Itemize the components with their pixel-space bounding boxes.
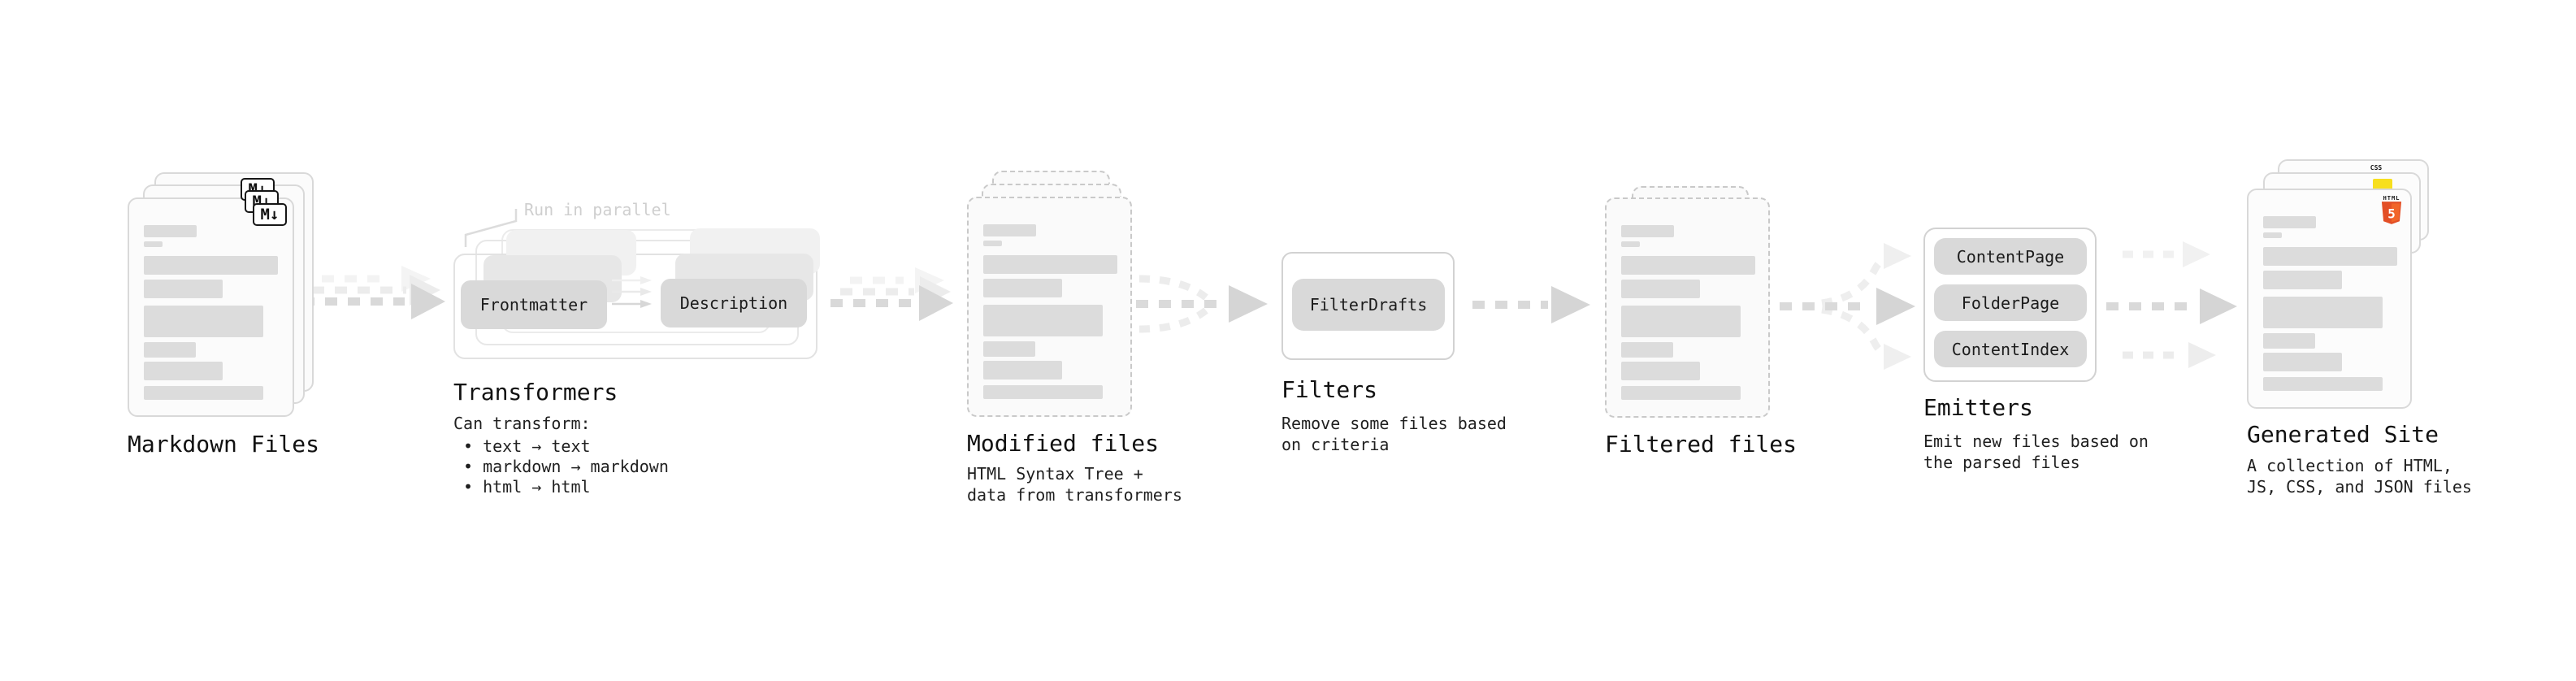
pill-text: FolderPage — [1961, 293, 2060, 313]
emitters-desc: Emit new files based on the parsed files — [1923, 432, 2149, 472]
arrow-modified-to-filters — [1136, 275, 1268, 333]
markdown-icon-glyph: M↓ — [260, 206, 280, 223]
skeleton-text-bar — [2263, 216, 2316, 228]
pill-text: FilterDrafts — [1309, 295, 1428, 314]
skeleton-text-bar — [983, 385, 1103, 399]
skeleton-text-bar — [2263, 247, 2397, 266]
transformers-bullet: • markdown → markdown — [463, 457, 669, 476]
arrow-markdown-to-transformers — [302, 266, 445, 319]
arrow-emitters-to-generated — [2106, 241, 2237, 368]
pill-text: ContentIndex — [1951, 339, 2070, 359]
transformers-bullet: • text → text — [463, 436, 591, 456]
pill-text: ContentPage — [1956, 246, 2065, 267]
pill-text: Description — [679, 293, 788, 313]
skeleton-text-bar — [1621, 306, 1741, 337]
html5-shield: 5 — [2381, 202, 2402, 224]
stage-label-transformers: Transformers — [453, 379, 618, 406]
emitter-pill-contentpage: ContentPage — [1934, 238, 2087, 275]
skeleton-text-bar — [2263, 353, 2342, 371]
arrow-transformers-to-modified — [830, 267, 953, 321]
modified-file-card-front — [967, 197, 1132, 417]
skeleton-text-bar — [2263, 271, 2342, 289]
skeleton-text-bar — [983, 341, 1035, 357]
skeleton-text-bar — [983, 361, 1062, 380]
html5-icon: HTML 5 — [2379, 195, 2404, 228]
stage-label-generated-site: Generated Site — [2247, 421, 2439, 448]
skeleton-text-bar — [144, 342, 196, 358]
filtered-file-card-front — [1605, 197, 1770, 418]
skeleton-text-bar — [144, 306, 263, 337]
skeleton-text-bar — [1621, 256, 1755, 275]
skeleton-text-bar — [983, 255, 1117, 274]
generated-file-card-front: HTML 5 — [2247, 189, 2412, 409]
skeleton-text-bar — [1621, 280, 1700, 298]
skeleton-text-bar — [983, 279, 1062, 297]
emitter-pill-contentindex: ContentIndex — [1934, 331, 2087, 367]
skeleton-text-bar — [1621, 362, 1700, 380]
skeleton-text-bar — [144, 386, 263, 400]
modified-files-desc: HTML Syntax Tree + data from transformer… — [967, 464, 1182, 505]
skeleton-text-bar — [2263, 297, 2383, 328]
skeleton-text-bar — [1621, 342, 1673, 358]
transformer-pill-frontmatter: Frontmatter — [461, 280, 607, 329]
transformers-desc-title: Can transform: — [453, 414, 591, 433]
markdown-icon: M↓ — [253, 203, 287, 226]
skeleton-text-bar — [2263, 377, 2383, 391]
skeleton-text-bar — [144, 225, 197, 237]
html5-icon-glyph: 5 — [2387, 206, 2396, 222]
stage-label-markdown-files: Markdown Files — [128, 431, 320, 458]
stage-label-filtered-files: Filtered files — [1605, 431, 1798, 458]
emitter-pill-folderpage: FolderPage — [1934, 284, 2087, 321]
skeleton-text-bar — [144, 241, 163, 247]
skeleton-text-bar — [144, 256, 278, 275]
skeleton-text-bar — [2263, 232, 2282, 238]
transformers-bullet: • html → html — [463, 477, 591, 497]
callout-leader-line — [464, 209, 518, 247]
skeleton-text-bar — [2263, 333, 2315, 349]
stage-label-emitters: Emitters — [1923, 394, 2033, 421]
stage-label-modified-files: Modified files — [967, 430, 1160, 457]
generated-site-desc: A collection of HTML, JS, CSS, and JSON … — [2247, 456, 2472, 497]
pill-text: Frontmatter — [479, 295, 588, 314]
run-in-parallel-callout: Run in parallel — [524, 200, 671, 219]
skeleton-text-bar — [1621, 225, 1674, 237]
skeleton-text-bar — [983, 224, 1036, 236]
filters-desc: Remove some files based on criteria — [1281, 414, 1507, 454]
arrow-filters-to-filtered — [1472, 286, 1590, 323]
html5-icon-label: HTML — [2383, 195, 2400, 202]
skeleton-text-bar — [144, 362, 223, 380]
arrow-filtered-to-emitters — [1780, 243, 1915, 370]
stage-label-filters: Filters — [1281, 376, 1378, 403]
transformer-pill-description: Description — [661, 279, 807, 327]
pill-connector-arrows — [612, 276, 652, 308]
filter-pill-filterdrafts: FilterDrafts — [1292, 279, 1445, 331]
skeleton-text-bar — [1621, 241, 1640, 247]
skeleton-text-bar — [144, 280, 223, 298]
skeleton-text-bar — [983, 305, 1103, 336]
skeleton-text-bar — [983, 241, 1002, 246]
css-icon-label: CSS — [2370, 164, 2383, 171]
markdown-file-card-front — [128, 197, 294, 417]
skeleton-text-bar — [1621, 386, 1741, 400]
